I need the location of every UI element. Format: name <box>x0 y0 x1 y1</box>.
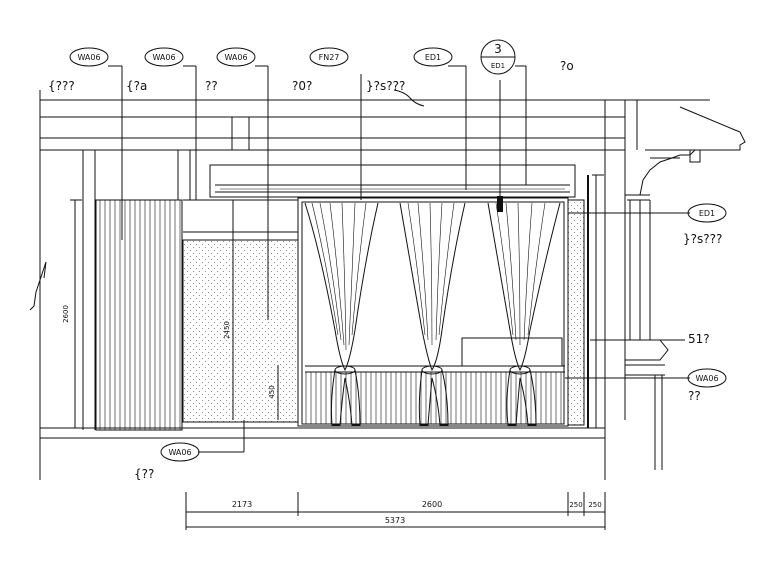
curtain-left <box>304 202 379 426</box>
tag-note-4: ?0? <box>292 79 312 93</box>
tag-note-1: {??? <box>48 79 75 93</box>
dim-segment-2: 2600 <box>422 500 442 509</box>
bottom-dimensions: 2173 2600 250 250 5373 <box>185 492 606 530</box>
dotted-wall-panel <box>182 199 299 423</box>
tag-wa06-4: WA06 <box>687 368 727 388</box>
ceiling-beams <box>39 90 710 480</box>
tag-fn27: FN27 <box>309 47 349 67</box>
tag-note-2: {?a <box>126 79 147 93</box>
column-cornice <box>604 100 746 480</box>
tag-note-7: }?s??? <box>683 232 722 246</box>
curtain-middle <box>399 202 466 426</box>
note-51: 51? <box>688 332 710 346</box>
tag-code: WA06 <box>224 53 247 62</box>
tag-ed1-ref: 3 ED1 <box>480 39 516 75</box>
floor-lines <box>39 427 605 478</box>
dim-segment-1: 2173 <box>232 500 252 509</box>
tag-wa06-2: WA06 <box>144 47 184 67</box>
curtain-box <box>209 164 576 198</box>
dim-small-height: 450 <box>268 385 276 398</box>
tag-note-3: ?? <box>205 79 218 93</box>
dim-total: 5373 <box>385 516 405 525</box>
tag-code: ED1 <box>425 53 441 62</box>
dim-left-height: 2600 <box>62 305 70 323</box>
tag-code: WA06 <box>152 53 175 62</box>
dim-segment-4: 250 <box>588 501 601 509</box>
dim-panel-height: 2450 <box>223 321 231 339</box>
window-frame <box>297 197 569 427</box>
tag-wa06-5: WA06 <box>160 442 200 462</box>
tag-ed1-2: ED1 <box>687 203 727 223</box>
curtain-right <box>487 202 561 426</box>
break-marks <box>29 89 425 311</box>
tag-code: WA06 <box>695 374 718 383</box>
ref-top: 3 <box>494 42 502 56</box>
leader-lines <box>108 65 690 453</box>
tag-note-6: ?o <box>560 59 574 73</box>
right-jamb <box>567 174 604 428</box>
tag-wa06-1: WA06 <box>69 47 109 67</box>
tag-note-5: }?s??? <box>366 79 405 93</box>
tag-note-9: {?? <box>134 467 154 481</box>
tag-code: WA06 <box>77 53 100 62</box>
tag-code: ED1 <box>699 209 715 218</box>
tag-code: WA06 <box>168 448 191 457</box>
left-posts <box>82 150 191 430</box>
tag-wa06-3: WA06 <box>216 47 256 67</box>
dim-segment-3: 250 <box>569 501 582 509</box>
striped-wall-panel <box>95 199 183 431</box>
tag-ed1-1: ED1 <box>413 47 453 67</box>
tag-note-8: ?? <box>688 389 701 403</box>
tag-code: FN27 <box>319 53 340 62</box>
vertical-dimensions: 2600 2450 450 <box>62 199 279 429</box>
ref-bottom: ED1 <box>491 62 505 70</box>
